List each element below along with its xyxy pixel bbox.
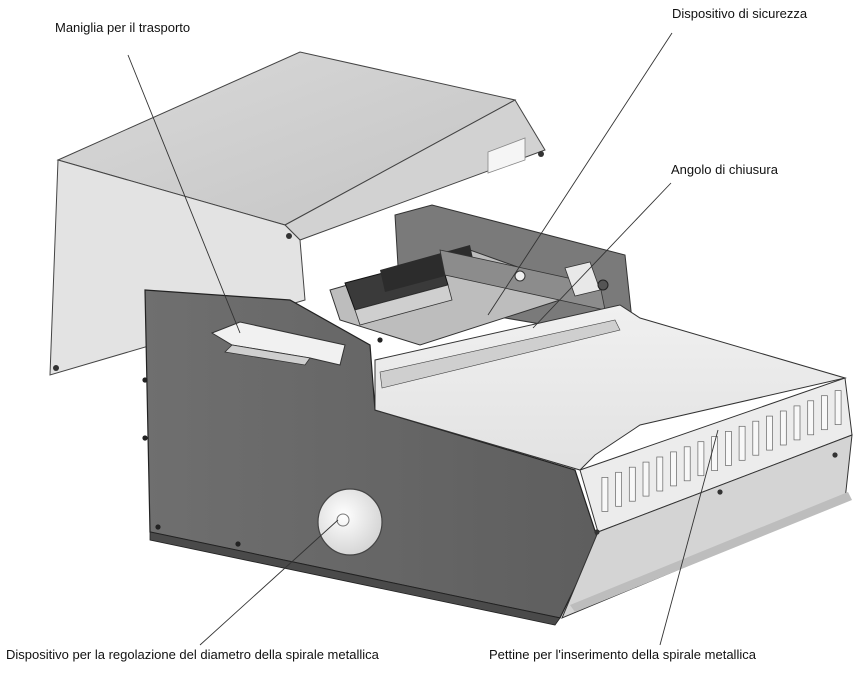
leader-lines bbox=[127, 32, 719, 646]
comb-tooth bbox=[821, 395, 828, 431]
work-surface bbox=[374, 304, 847, 471]
carry-handle bbox=[210, 321, 346, 366]
comb-tooth bbox=[615, 471, 622, 507]
top-cover bbox=[49, 51, 546, 376]
comb-tooth bbox=[779, 410, 787, 446]
comb-tooth bbox=[697, 441, 705, 477]
comb-tooth bbox=[725, 431, 732, 466]
comb-tooth bbox=[601, 477, 609, 512]
comb-tooth bbox=[670, 451, 677, 487]
label-insertion-comb: Pettine per l'inserimento della spirale … bbox=[489, 647, 756, 662]
label-closing-corner: Angolo di chiusura bbox=[671, 162, 778, 177]
comb-tooth bbox=[683, 446, 691, 482]
comb-tooth bbox=[834, 390, 842, 425]
comb-tooth bbox=[738, 425, 746, 461]
comb-tooth bbox=[793, 405, 801, 441]
comb-tooth bbox=[807, 400, 815, 436]
label-diameter-dial: Dispositivo per la regolazione del diame… bbox=[6, 647, 379, 662]
comb-teeth bbox=[601, 390, 842, 512]
internal-mechanism bbox=[329, 245, 609, 346]
diameter-adjustment-dial bbox=[317, 488, 383, 556]
label-carry-handle: Maniglia per il trasporto bbox=[55, 20, 191, 35]
comb-tooth bbox=[656, 456, 664, 492]
comb-tooth bbox=[766, 415, 773, 451]
comb-tooth bbox=[628, 466, 636, 502]
comb-tooth bbox=[752, 420, 760, 456]
label-safety-device: Dispositivo di sicurezza bbox=[672, 6, 808, 21]
comb-tooth bbox=[642, 461, 650, 497]
